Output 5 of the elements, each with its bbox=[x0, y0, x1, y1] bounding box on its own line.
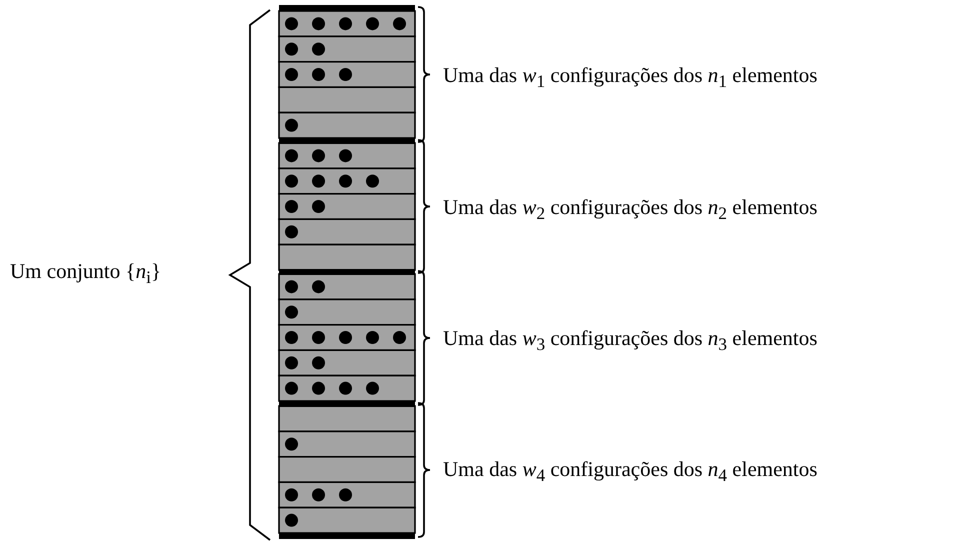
brace-caption: Um conjunto {n$_{i}$} bbox=[10, 259, 162, 290]
brace-caption: Uma das w$_{2}$ configurações dos n$_{2}$ elementos bbox=[443, 195, 818, 226]
brace-caption: Uma das w$_{1}$ configurações dos n$_{1}$ elementos bbox=[443, 63, 818, 94]
brace-caption: Uma das w$_{4}$ configurações dos n$_{4}$ elementos bbox=[443, 457, 818, 488]
brace-caption: Uma das w$_{3}$ configurações dos n$_{3}$ elementos bbox=[443, 326, 818, 356]
